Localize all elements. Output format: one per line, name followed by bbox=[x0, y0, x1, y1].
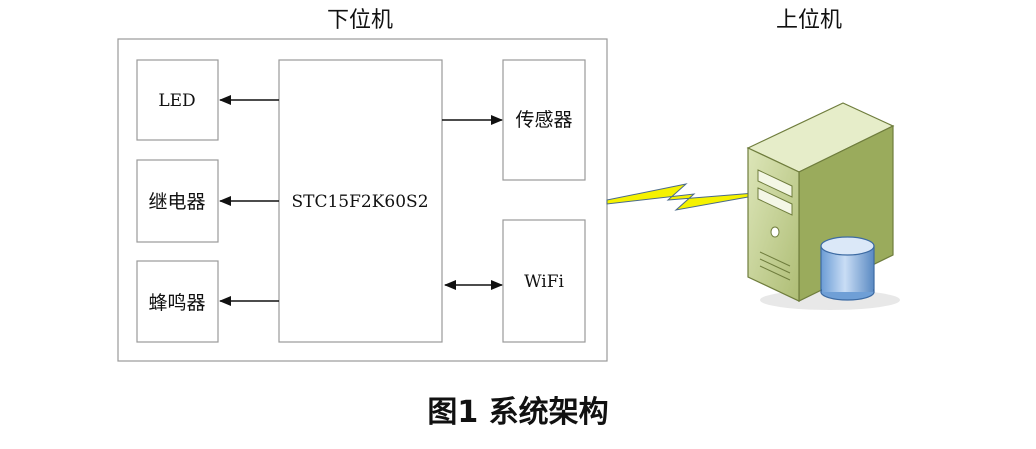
wifi-box bbox=[502, 219, 586, 343]
led-box bbox=[136, 59, 219, 141]
sensor-label: 传感器 bbox=[515, 109, 572, 131]
lightning-bolt-icon bbox=[606, 183, 756, 211]
relay-box bbox=[136, 159, 219, 243]
lower-computer-title: 下位机 bbox=[327, 8, 393, 33]
figure-caption: 图1 系统架构 bbox=[427, 395, 608, 430]
mcu-label: STC15F2K60S2 bbox=[291, 192, 428, 212]
led-label: LED bbox=[158, 91, 195, 111]
buzzer-box bbox=[136, 260, 219, 343]
database-icon bbox=[820, 236, 875, 301]
buzzer-label: 蜂鸣器 bbox=[148, 292, 205, 314]
sensor-box bbox=[502, 59, 586, 181]
relay-label: 继电器 bbox=[148, 191, 205, 213]
wifi-label: WiFi bbox=[524, 272, 564, 292]
upper-computer-title: 上位机 bbox=[776, 8, 842, 33]
